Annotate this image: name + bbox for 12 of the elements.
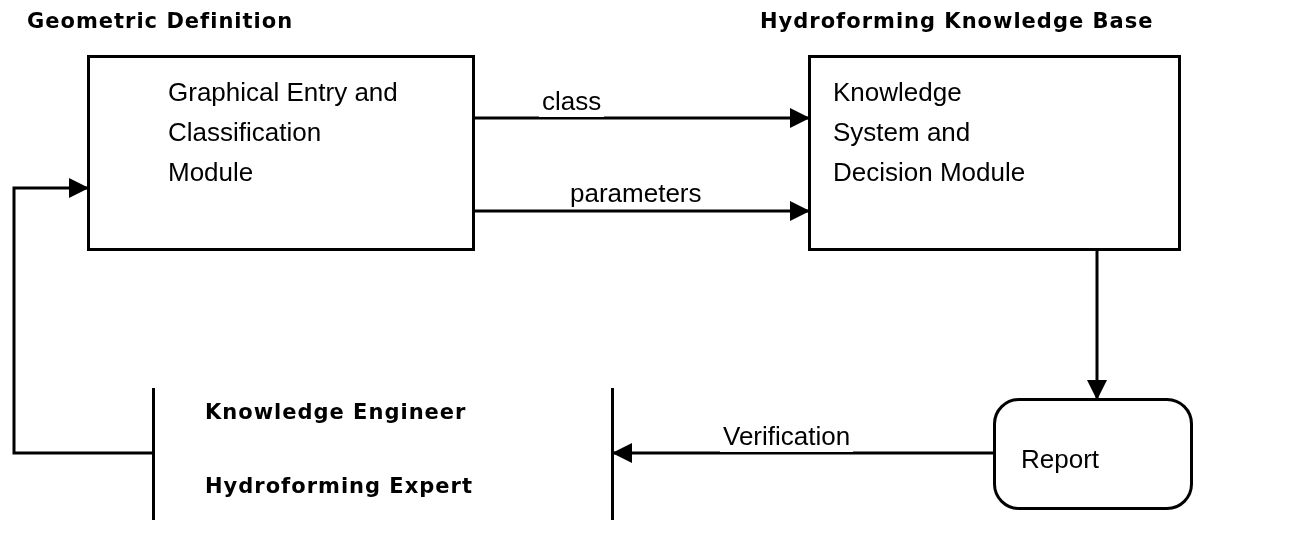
arrow	[12, 178, 152, 455]
arrow	[612, 443, 993, 463]
box-text: Graphical Entry and Classification Module	[168, 76, 398, 189]
arrow	[475, 108, 810, 128]
section-heading: Hydroforming Knowledge Base	[760, 9, 1154, 33]
arrow	[1087, 251, 1107, 400]
role-label: Hydroforming Expert	[205, 474, 473, 498]
box-text: Report	[1021, 443, 1100, 476]
box-text: Knowledge System and Decision Module	[833, 76, 1027, 189]
arrow	[475, 201, 810, 221]
section-heading: Geometric Definition	[27, 9, 294, 33]
role-label: Knowledge Engineer	[205, 400, 467, 424]
